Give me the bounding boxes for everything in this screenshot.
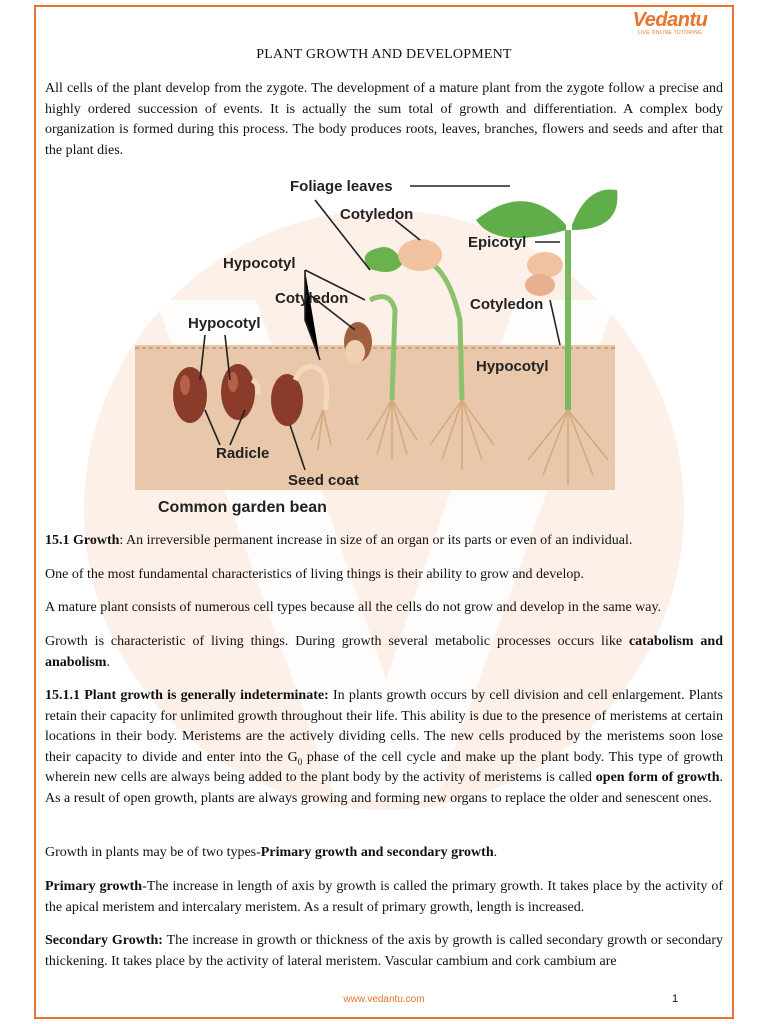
g0-subscript: 0	[297, 756, 303, 767]
growth-definition: 15.1 Growth: An irreversible permanent i…	[45, 531, 723, 552]
seed-stage-3	[271, 374, 303, 426]
indeterminate-paragraph: 15.1.1 Plant growth is generally indeter…	[45, 686, 723, 810]
label-hypocotyl-mid: Hypocotyl	[223, 255, 296, 272]
footer-url-link[interactable]: www.vedantu.com	[343, 994, 425, 1005]
primary-growth-paragraph: Primary growth-The increase in length of…	[45, 877, 723, 918]
char-text: Growth is characteristic of living thing…	[45, 634, 629, 649]
cotyledon-stage-5	[398, 239, 442, 271]
growth-heading: 15.1 Growth	[45, 533, 120, 548]
logo-tagline: LIVE ONLINE TUTORING	[637, 30, 703, 36]
bean-germination-figure: Foliage leaves Cotyledon Epicotyl Hypoco…	[135, 178, 618, 516]
intro-paragraph: All cells of the plant develop from the …	[45, 81, 723, 158]
fundamental-paragraph: One of the most fundamental characterist…	[45, 567, 584, 582]
secondary-heading: Secondary Growth:	[45, 933, 163, 948]
young-leaves	[364, 247, 403, 272]
label-hypocotyl-right: Hypocotyl	[476, 358, 549, 375]
growth-types-paragraph: Growth in plants may be of two types-Pri…	[45, 843, 723, 864]
label-hypocotyl-left: Hypocotyl	[188, 315, 261, 332]
label-cotyledon-top: Cotyledon	[340, 206, 413, 223]
types-text: Growth in plants may be of two types-	[45, 845, 261, 860]
types-post: .	[493, 845, 498, 860]
characteristic-paragraph: Growth is characteristic of living thing…	[45, 632, 723, 673]
primary-text: -The increase in length of axis by growt…	[45, 879, 724, 915]
seed-stage-1	[173, 367, 207, 423]
label-foliage-leaves: Foliage leaves	[290, 178, 393, 195]
label-cotyledon-right: Cotyledon	[470, 296, 543, 313]
secondary-growth-paragraph: Secondary Growth: The increase in growth…	[45, 931, 723, 972]
label-seed-coat: Seed coat	[288, 472, 359, 489]
page-border	[34, 5, 734, 1019]
secondary-text: The increase in growth or thickness of t…	[45, 933, 723, 969]
indeterminate-heading: 15.1.1 Plant growth is generally indeter…	[45, 688, 329, 703]
char-post: .	[106, 654, 110, 670]
page-number: 1	[672, 993, 679, 1005]
char-bold: catabolism and anabolism	[45, 634, 724, 670]
growth-def-text: : An irreversible permanent increase in …	[119, 533, 633, 548]
soil-band	[135, 345, 615, 490]
types-bold: Primary growth and secondary growth	[260, 845, 494, 860]
cotyledon-stage-6-a	[527, 252, 563, 278]
figure-caption: Common garden bean	[158, 499, 327, 516]
mature-plant-paragraph: A mature plant consists of numerous cell…	[45, 600, 662, 615]
foliage-leaf-left	[476, 201, 566, 238]
cotyledon-stage-6-b	[525, 274, 555, 296]
logo-text: Vedantu	[632, 9, 708, 31]
seed-stage-2	[221, 364, 255, 420]
label-epicotyl: Epicotyl	[468, 234, 526, 251]
primary-heading: Primary growth	[45, 879, 143, 894]
indeterminate-text-2: phase of the cell cycle and make up the …	[45, 749, 724, 786]
label-radicle: Radicle	[216, 445, 269, 462]
label-cotyledon-mid: Cotyledon	[275, 290, 348, 307]
vedantu-logo[interactable]: Vedantu LIVE ONLINE TUTORING	[630, 10, 710, 42]
page-title: PLANT GROWTH AND DEVELOPMENT	[256, 47, 512, 62]
indeterminate-text-3: . As a result of open growth, plants are…	[45, 770, 723, 806]
open-growth-bold: open form of growth	[595, 770, 720, 786]
indeterminate-text-1: In plants growth occurs by cell division…	[45, 688, 723, 765]
foliage-leaf-right	[572, 189, 618, 230]
